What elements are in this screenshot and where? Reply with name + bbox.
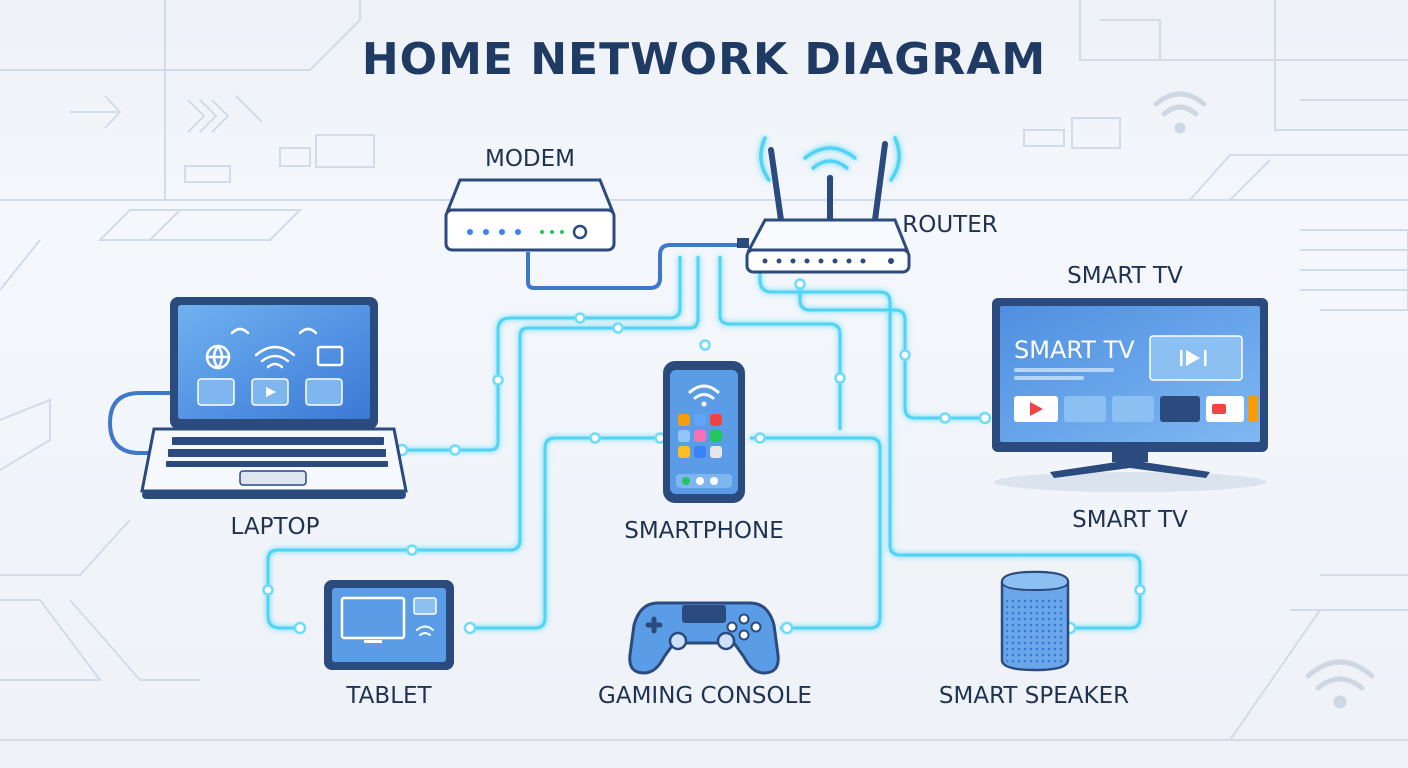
smart-tv-icon: [992, 298, 1268, 492]
laptop-icon: [107, 297, 408, 499]
wire-speaker: [758, 256, 1142, 630]
gaming-console-label: GAMING CONSOLE: [598, 683, 812, 709]
laptop-label: LAPTOP: [230, 514, 320, 540]
smart-tv-device: SMART TV: [990, 296, 1270, 494]
router-icon: [737, 136, 911, 274]
smartphone-label: SMARTPHONE: [624, 518, 784, 544]
modem-label: MODEM: [484, 146, 576, 172]
gaming-console-icon: [628, 601, 780, 675]
wire-smart-tv: [718, 256, 842, 430]
tablet-label: TABLET: [346, 683, 432, 709]
smart-speaker-label: SMART SPEAKER: [938, 683, 1130, 709]
smartphone-icon: [663, 361, 745, 503]
tv-screen-title: SMART TV: [1014, 336, 1135, 364]
modem-router-cable: [526, 243, 740, 290]
wire-tv-main: [798, 284, 985, 420]
smart-speaker-icon: [1000, 570, 1070, 672]
modem-icon: [444, 178, 616, 252]
wire-console: [470, 436, 660, 630]
smart-tv-top-label: SMART TV: [1067, 263, 1183, 289]
wire-tablet: [266, 256, 700, 630]
wire-laptop: [402, 256, 682, 452]
smart-tv-label: SMART TV: [1072, 507, 1188, 533]
diagram-title: HOME NETWORK DIAGRAM: [361, 34, 1047, 85]
wire-console-right: [750, 436, 882, 630]
tablet-icon: [324, 580, 454, 670]
router-label: ROUTER: [902, 212, 998, 238]
